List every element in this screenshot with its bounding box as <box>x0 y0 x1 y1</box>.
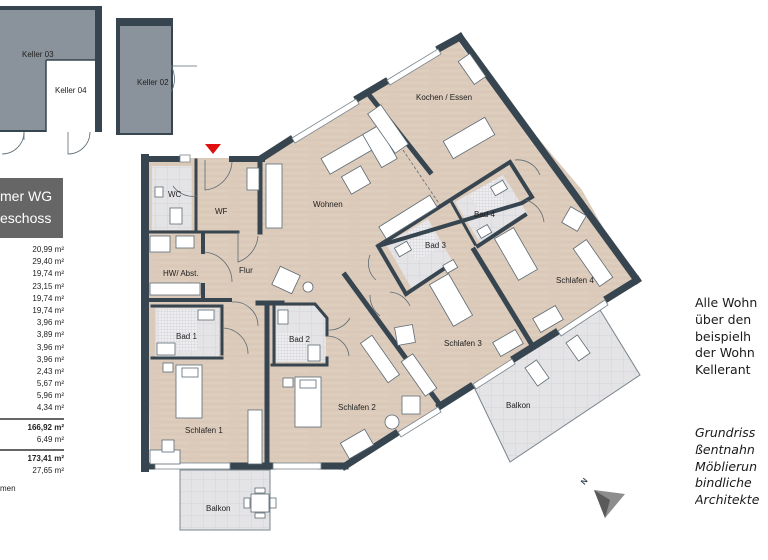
unit-title-box: mer WG eschoss <box>0 178 63 238</box>
disclaimer-line: Architekte <box>695 492 760 508</box>
room-label-wohnen: Wohnen <box>313 200 343 209</box>
area-value: 3,96 m² <box>36 354 64 364</box>
description-line: Kellerant <box>695 362 751 378</box>
entrance-marker-icon <box>205 144 221 154</box>
area-value: 19,74 m² <box>32 269 64 279</box>
room-label-schlafen-3: Schlafen 3 <box>444 339 482 348</box>
area-total: 173,41 m² <box>27 454 64 463</box>
area-value: 23,15 m² <box>32 281 64 291</box>
description-line: der Wohn <box>695 345 755 361</box>
furniture <box>149 52 614 519</box>
room-label-hw: HW/ Abst. <box>163 269 199 278</box>
room-label-keller-04: Keller 04 <box>55 86 87 95</box>
room-label-bad-2: Bad 2 <box>289 335 310 344</box>
description-line: beispielh <box>695 328 752 344</box>
room-label-wf: WF <box>215 207 228 216</box>
room-label-wc: WC <box>168 190 182 199</box>
area-value: 19,74 m² <box>32 293 64 303</box>
disclaimer-line: ßentnahn <box>695 441 755 457</box>
area-value: 4,34 m² <box>36 403 64 413</box>
area-extra: 27,65 m² <box>32 466 64 476</box>
room-label-flur: Flur <box>239 266 253 275</box>
area-list: 20,99 m² 29,40 m² 19,74 m² 23,15 m² 19,7… <box>0 244 64 496</box>
description-line: Alle Wohn <box>695 295 758 310</box>
windows <box>154 48 609 470</box>
area-value: 3,89 m² <box>36 330 64 340</box>
unit-title-line2: eschoss <box>0 210 52 226</box>
area-value: 3,96 m² <box>36 318 64 328</box>
room-label-balkon-south: Balkon <box>206 504 230 513</box>
area-value: 29,40 m² <box>32 257 64 267</box>
room-label-schlafen-2: Schlafen 2 <box>338 403 376 412</box>
room-label-bad-3: Bad 3 <box>425 241 446 250</box>
room-label-balkon-east: Balkon <box>506 401 530 410</box>
disclaimer-text: Grundriss ßentnahn Möblierun bindliche A… <box>695 425 768 509</box>
description-line: über den <box>695 311 752 327</box>
disclaimer-line: Grundriss <box>695 425 756 440</box>
area-subtotal: 166,92 m² <box>27 422 64 432</box>
area-value: 20,99 m² <box>32 245 64 254</box>
walls <box>141 32 642 472</box>
north-arrow-icon: N <box>579 476 625 518</box>
area-value: 3,96 m² <box>36 342 64 352</box>
doors <box>172 149 545 357</box>
divider <box>0 449 64 451</box>
room-label-kochen-essen: Kochen / Essen <box>416 93 472 102</box>
room-label-schlafen-4: Schlafen 4 <box>556 276 594 285</box>
divider <box>0 417 64 420</box>
cellar-block <box>0 6 197 155</box>
room-label-bad-4: Bad 4 <box>474 210 495 219</box>
area-value: 5,96 m² <box>36 391 64 401</box>
north-label: N <box>579 476 590 486</box>
room-label-bad-1: Bad 1 <box>176 332 197 341</box>
disclaimer-line: Möblierun <box>695 458 757 474</box>
area-value: 2,43 m² <box>36 366 64 376</box>
unit-title-line1: mer WG <box>0 188 53 204</box>
area-value: 5,67 m² <box>36 379 64 389</box>
room-label-keller-02: Keller 02 <box>137 78 169 87</box>
area-note: men <box>0 484 16 494</box>
description-text: Alle Wohn über den beispielh der Wohn Ke… <box>695 295 768 379</box>
area-value: 19,74 m² <box>32 305 64 315</box>
disclaimer-line: bindliche <box>695 475 752 491</box>
room-label-keller-03: Keller 03 <box>22 50 54 59</box>
area-balcony: 6,49 m² <box>36 434 64 444</box>
room-label-schlafen-1: Schlafen 1 <box>185 426 223 435</box>
